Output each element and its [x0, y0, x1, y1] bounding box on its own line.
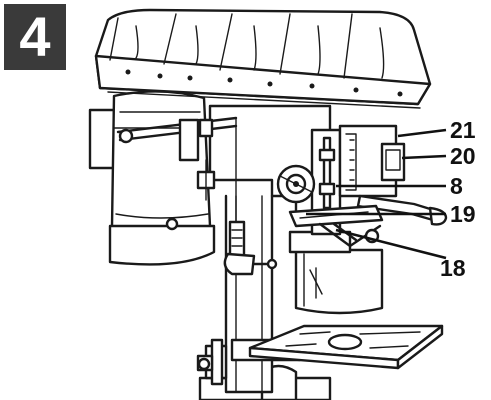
- belt-cover: [94, 8, 432, 109]
- work-table: [248, 324, 444, 370]
- callout-labels: 21 20 8 19 18: [440, 117, 476, 281]
- callout-20: 20: [450, 143, 476, 169]
- leader-20: [401, 154, 447, 160]
- feed-lever: [356, 194, 448, 226]
- step-number-badge: 4: [4, 4, 66, 70]
- callout-leaders: [306, 128, 447, 260]
- callout-21: 21: [450, 117, 476, 143]
- chuck-housing: [288, 230, 384, 315]
- callout-8: 8: [450, 173, 463, 199]
- tension-knob: [223, 117, 278, 276]
- leader-21: [397, 128, 447, 138]
- callout-18: 18: [440, 255, 466, 281]
- depth-collar: [288, 204, 384, 248]
- motor: [88, 90, 216, 266]
- step-number: 4: [19, 5, 51, 68]
- callout-19: 19: [450, 201, 476, 227]
- leader-18: [335, 228, 447, 260]
- feed-handle-hub: [276, 164, 316, 204]
- motor-mount: [116, 116, 238, 201]
